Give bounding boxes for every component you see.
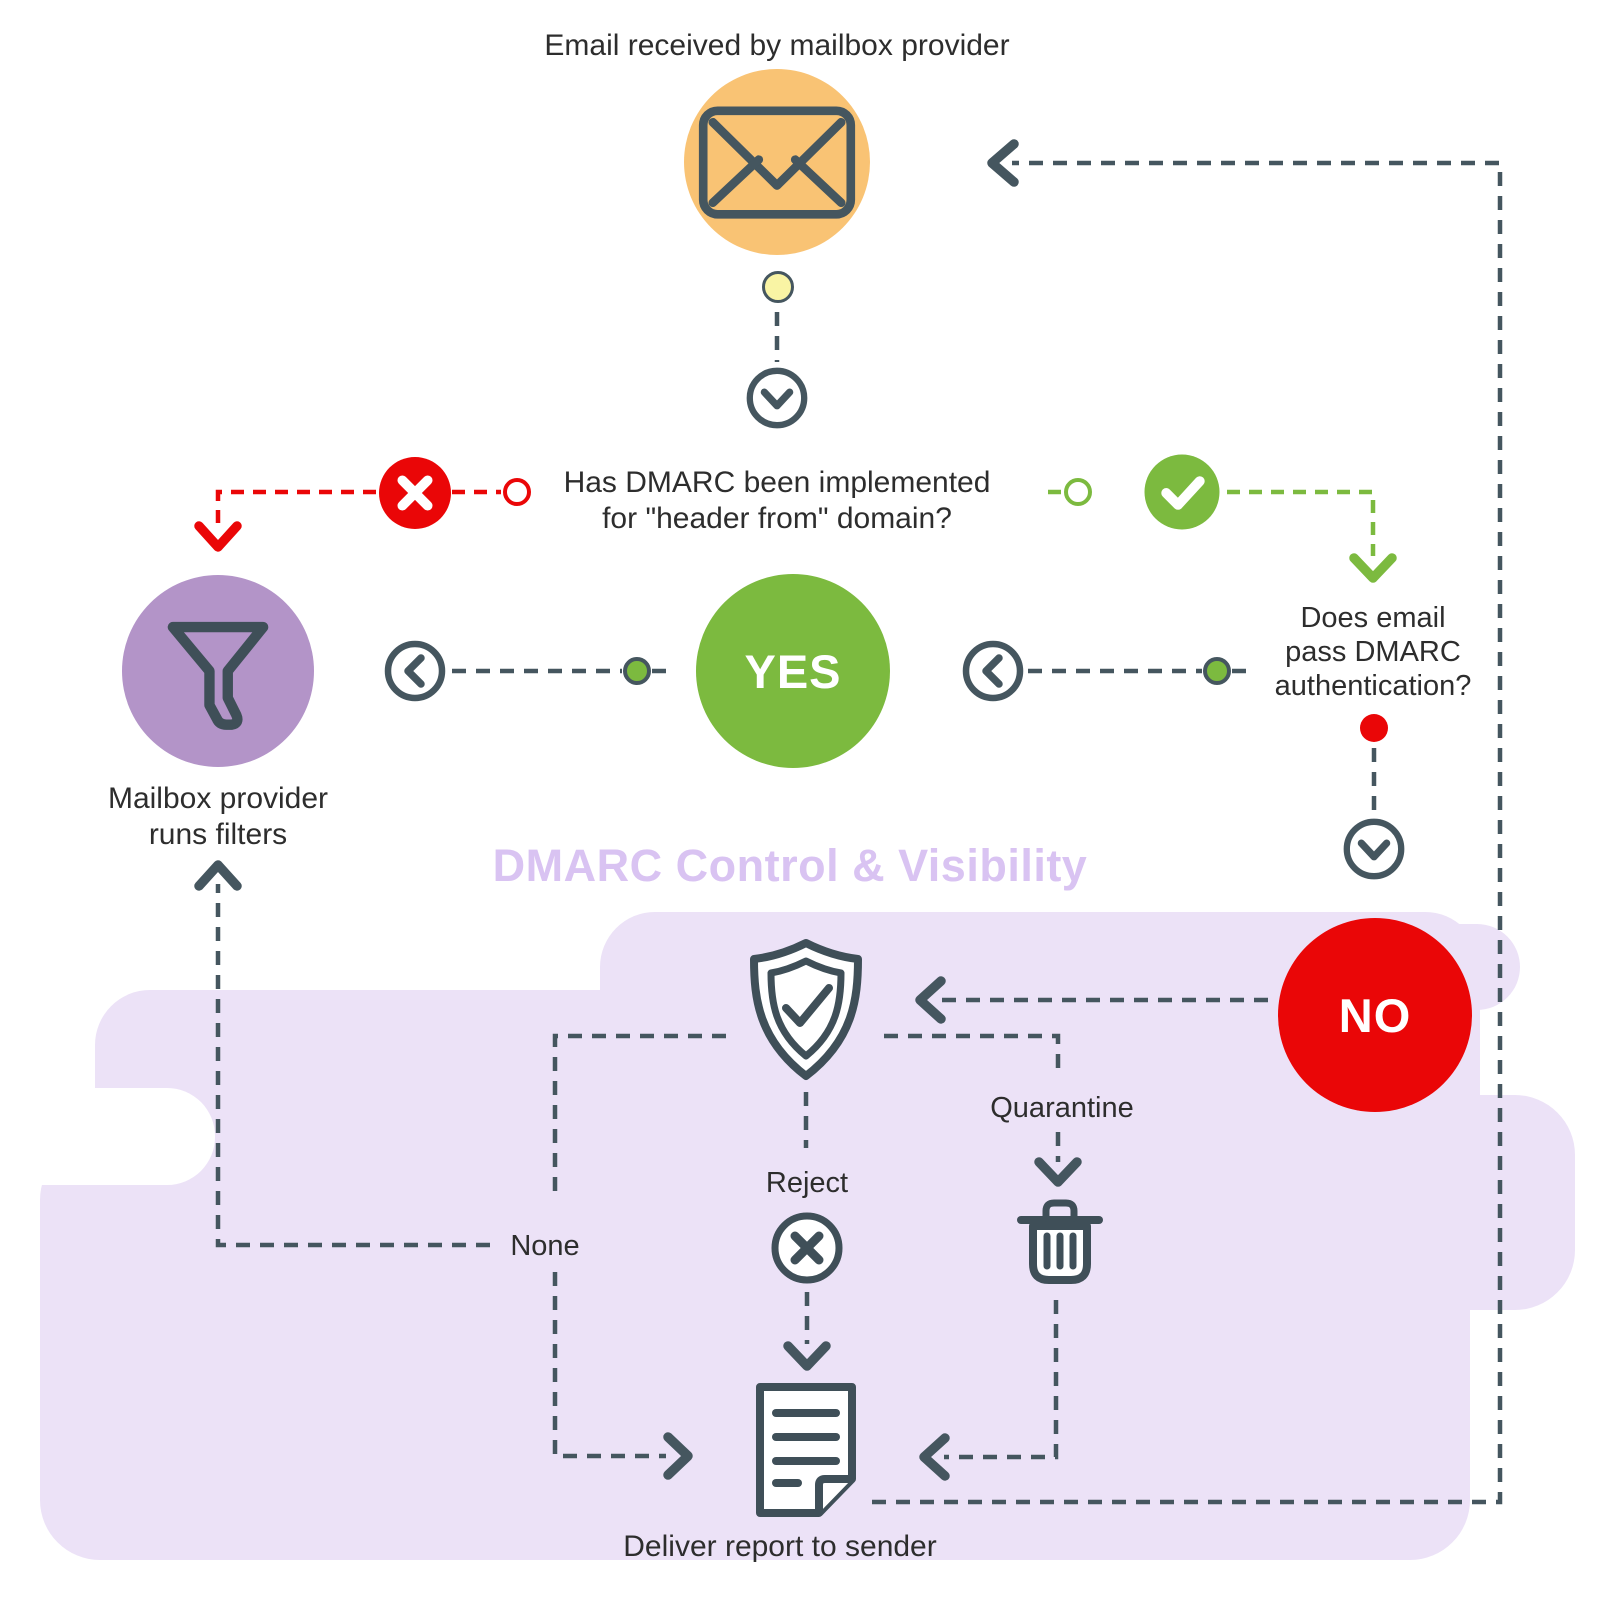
question-pass-line1: Does email	[1300, 602, 1446, 634]
chevron-down-circle-icon	[1343, 818, 1405, 880]
arrowhead-green-down-icon	[1349, 553, 1397, 583]
email-node	[684, 69, 870, 255]
section-title: DMARC Control & Visibility	[492, 840, 1088, 891]
report-document-icon	[756, 1383, 856, 1517]
question-dmarc-line2: for "header from" domain?	[602, 502, 952, 535]
background-blob-right-bump-lower	[1330, 1095, 1575, 1310]
policy-quarantine-label: Quarantine	[990, 1092, 1134, 1124]
question-pass-line3: authentication?	[1274, 670, 1472, 702]
mailbox-filters-label: Mailbox provider runs filters	[108, 781, 328, 853]
trash-icon	[1017, 1199, 1103, 1284]
check-badge-icon	[1161, 476, 1205, 510]
policy-none-label: None	[510, 1230, 580, 1262]
green-dot-left	[623, 657, 651, 685]
red-ring	[503, 478, 531, 506]
x-badge-icon	[397, 475, 433, 511]
chevron-left-circle-icon	[384, 640, 446, 702]
yes-node: YES	[696, 574, 890, 768]
mailbox-filters-line1: Mailbox provider	[107, 782, 329, 815]
arrowhead-left-to-email-icon	[987, 139, 1019, 187]
chevron-down-circle-icon	[746, 367, 808, 429]
question-pass-dmarc: Does email pass DMARC authentication?	[1275, 601, 1472, 703]
funnel-icon	[167, 621, 269, 730]
report-node	[752, 1379, 860, 1521]
green-ring	[1064, 478, 1092, 506]
question-dmarc-implemented: Has DMARC been implemented for "header f…	[564, 465, 991, 537]
mailbox-filters-node	[122, 575, 314, 767]
quarantine-node	[1013, 1188, 1107, 1292]
shield-check-icon	[750, 939, 862, 1080]
red-dot	[1360, 714, 1388, 742]
email-received-label: Email received by mailbox provider	[544, 29, 1010, 62]
arrowhead-red-down-icon	[194, 521, 242, 552]
yellow-dot	[762, 271, 794, 303]
mailbox-filters-line2: runs filters	[148, 818, 288, 851]
yes-text: YES	[744, 644, 842, 698]
green-dot-right	[1203, 657, 1231, 685]
chevron-down-circle-top	[743, 364, 811, 432]
envelope-icon	[698, 105, 856, 219]
chevron-left-circle-icon	[962, 640, 1024, 702]
question-dmarc-line1: Has DMARC been implemented	[563, 466, 991, 499]
deliver-report-label: Deliver report to sender	[623, 1530, 937, 1563]
policy-reject-label: Reject	[765, 1167, 849, 1199]
chevron-down-circle-right	[1340, 815, 1408, 883]
background-blob-left-notch	[0, 1088, 215, 1185]
connector-red-no-branch	[215, 489, 376, 528]
chevron-left-circle-2	[960, 638, 1026, 704]
x-circle-icon	[771, 1212, 843, 1284]
yes-badge	[1144, 454, 1220, 530]
reject-node	[769, 1210, 845, 1286]
arrowhead-up-to-filters-icon	[194, 860, 242, 891]
dmarc-policy-node	[739, 936, 873, 1084]
no-text: NO	[1338, 988, 1412, 1042]
no-node: NO	[1278, 918, 1472, 1112]
question-pass-line2: pass DMARC	[1285, 636, 1461, 668]
chevron-left-circle-1	[382, 638, 448, 704]
connector-green-yes-branch	[1227, 489, 1376, 556]
no-badge	[379, 457, 451, 529]
